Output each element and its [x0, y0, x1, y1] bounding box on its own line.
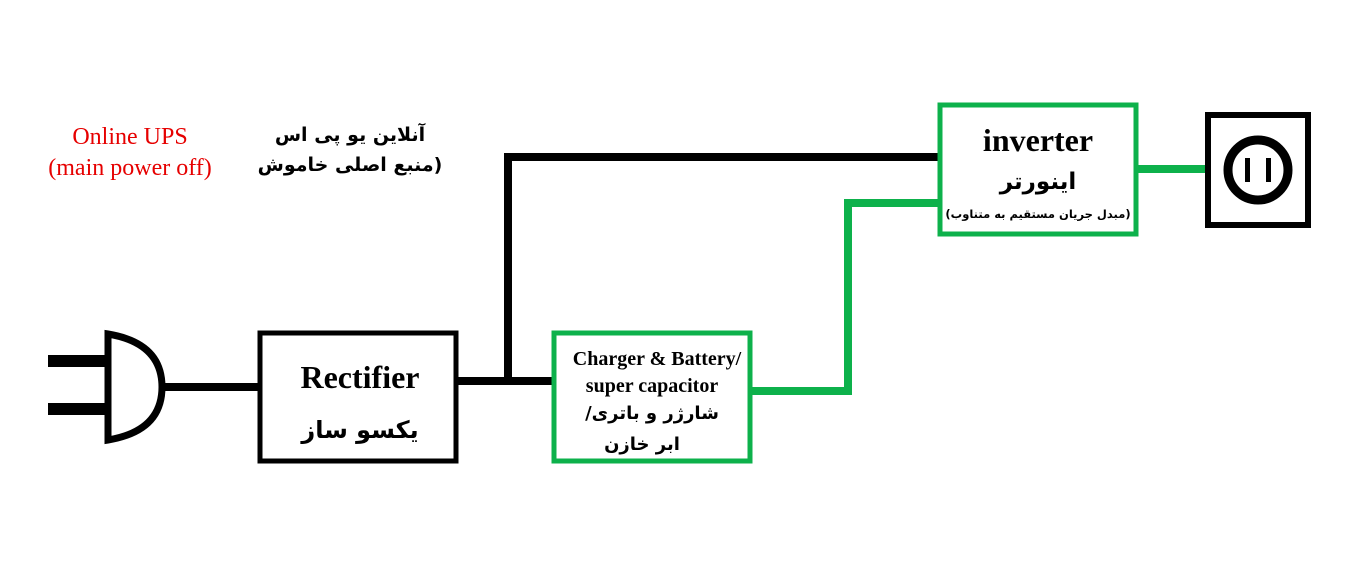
charger-label-en-line1: Charger & Battery/ [572, 348, 742, 370]
rectifier-label-en: Rectifier [300, 359, 420, 395]
rectifier-box [257, 330, 459, 464]
title-fa-line2: (منبع اصلی خاموش [257, 154, 443, 176]
plug-icon [48, 329, 166, 445]
mains-wires [162, 153, 940, 391]
inverter-label-en: inverter [982, 122, 1094, 158]
title-en: Online UPS (main power off) [30, 122, 230, 184]
rectifier-label-fa: یکسو ساز [301, 416, 419, 444]
socket-icon [1205, 112, 1311, 228]
title-en-line2: (main power off) [48, 155, 212, 181]
charger-battery-box [551, 330, 753, 464]
inverter-box [937, 102, 1139, 237]
battery-path-wires [752, 165, 1208, 395]
bypass-wire [504, 153, 940, 381]
title-en-line1: Online UPS [72, 124, 188, 150]
charger-label-fa-line1: شارژر و باتری/ [585, 403, 719, 424]
title-fa-line1: آنلاین یو پی اس [274, 124, 426, 146]
title-fa: آنلاین یو پی اس (منبع اصلی خاموش [235, 120, 465, 180]
inverter-note-fa: (مبدل جریان مستقیم به متناوب) [945, 207, 1131, 221]
battery-to-inverter-wire [752, 199, 940, 395]
inverter-label-fa: اینورتر [999, 169, 1077, 195]
charger-label-en-line2: super capacitor [585, 375, 719, 397]
charger-label-fa-line2: ابر خازن [604, 434, 680, 455]
